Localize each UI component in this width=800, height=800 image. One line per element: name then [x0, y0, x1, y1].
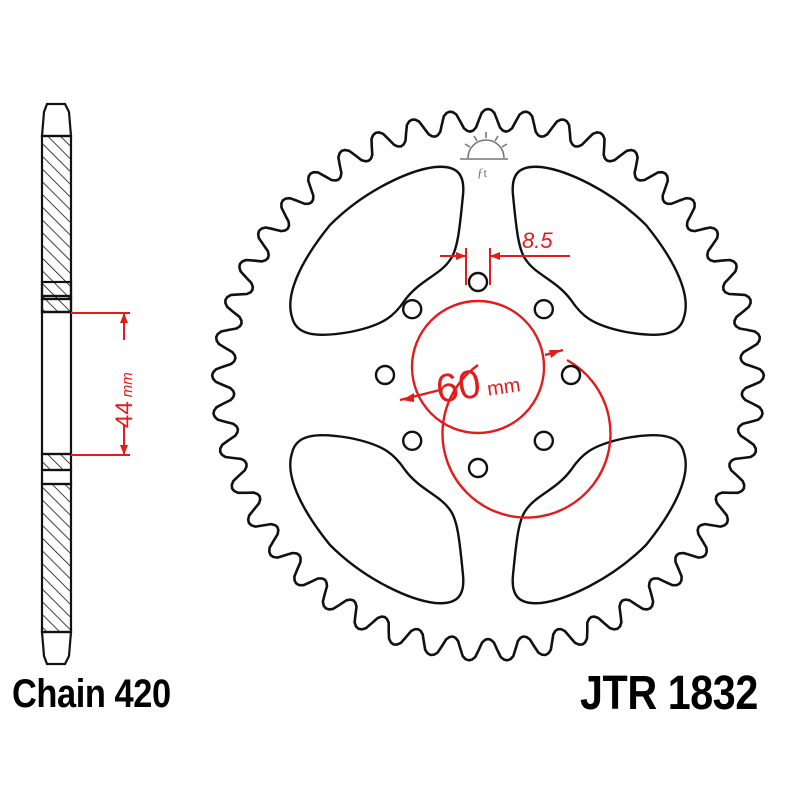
bolt-holes: [374, 271, 582, 479]
hub-width-label: 44mm: [111, 372, 138, 428]
bolt-hole-dimension: 8.5: [440, 228, 570, 285]
pitch-circle: [441, 358, 612, 519]
part-number-label: JTR 1832: [580, 667, 758, 720]
bolt-hole: [402, 430, 423, 451]
svg-text:ƒt: ƒt: [477, 165, 488, 180]
bolt-hole: [467, 271, 489, 293]
bolt-hole-label: 8.5: [522, 228, 553, 253]
bolt-hole: [374, 364, 396, 386]
hub-width-dimension: 44mm: [71, 312, 138, 456]
chain-size-label: Chain 420: [12, 672, 171, 716]
center-bore: [410, 299, 546, 435]
sprocket-teeth-outline: [210, 107, 766, 662]
bolt-hole: [560, 364, 582, 386]
lightening-hole-top-right: [511, 165, 687, 336]
lightening-hole-bottom-left: [289, 434, 465, 605]
bolt-hole: [402, 299, 423, 320]
lightening-hole-bottom-right: [511, 434, 687, 605]
bolt-hole: [533, 430, 554, 451]
bolt-hole: [467, 457, 489, 479]
bolt-hole: [533, 299, 554, 320]
lightening-hole-top-left: [289, 165, 465, 336]
lightening-holes: [289, 165, 687, 605]
sprocket-side-profile: [40, 102, 73, 666]
jt-sunburst-logo: ƒt: [460, 132, 508, 180]
